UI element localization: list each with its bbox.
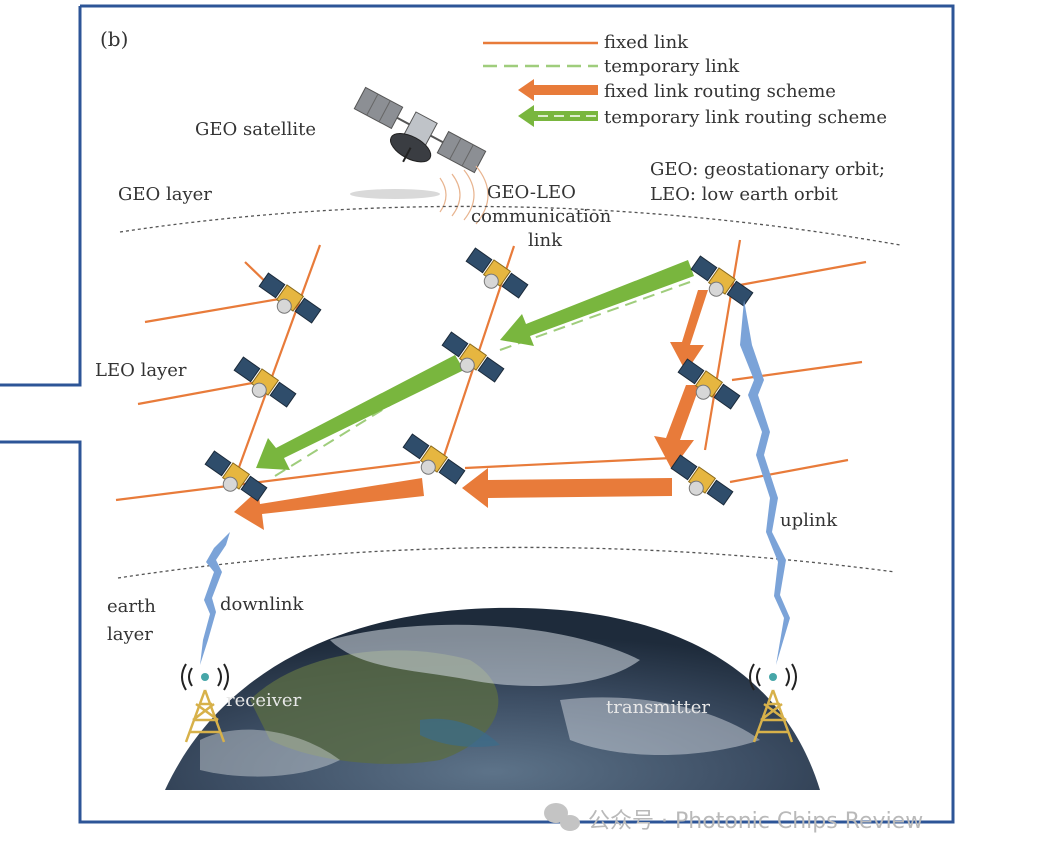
note-leo: LEO: low earth orbit	[650, 184, 839, 205]
receiver-label: receiver	[226, 690, 302, 711]
geo-leo-signal-icon	[439, 165, 489, 225]
legend: fixed link temporary link fixed link rou…	[483, 32, 887, 128]
receiver-tower-icon	[181, 663, 229, 743]
leo-satellite-icon	[690, 255, 754, 307]
leo-satellite-icon	[465, 247, 529, 299]
legend-fixed-routing-label: fixed link routing scheme	[604, 81, 836, 102]
leo-layer-label: LEO layer	[95, 360, 187, 381]
downlink-beam	[200, 532, 230, 665]
earth-layer-label-2: layer	[107, 624, 153, 645]
transmitter-tower-icon	[749, 663, 797, 743]
earth-layer-label-1: earth	[107, 596, 156, 617]
earth-globe	[165, 607, 820, 790]
fixed-routing-arrows	[234, 290, 708, 530]
leo-satellite-icon	[258, 272, 322, 324]
transmitter-label: transmitter	[606, 697, 710, 718]
temporary-routing-arrows	[256, 260, 694, 470]
leo-satellite-icon	[233, 356, 297, 408]
figure-frame	[0, 4, 955, 824]
panel-label: (b)	[100, 27, 128, 51]
leo-satellite-icon	[670, 454, 734, 506]
geo-satellite-icon	[353, 86, 487, 174]
legend-fixed-link-label: fixed link	[604, 32, 689, 53]
leo-satellites	[204, 247, 754, 506]
downlink-label: downlink	[220, 594, 304, 615]
legend-temporary-routing-label: temporary link routing scheme	[604, 107, 887, 128]
uplink-beam	[740, 300, 790, 665]
fixed-link-lines	[115, 239, 867, 502]
geo-leo-link-label-3: link	[528, 230, 563, 251]
geo-layer-orbit	[119, 205, 901, 246]
geo-layer-label: GEO layer	[118, 184, 212, 205]
geo-satellite-shadow	[350, 189, 440, 199]
wechat-watermark: 公众号 · Photonic Chips Review	[544, 803, 923, 834]
uplink-label: uplink	[780, 510, 838, 531]
legend-temporary-link-label: temporary link	[604, 56, 740, 77]
watermark-text: 公众号 · Photonic Chips Review	[588, 809, 923, 834]
temporary-link-lines	[274, 281, 691, 477]
legend-fixed-routing-arrow	[518, 79, 598, 101]
leo-satellite-icon	[441, 331, 505, 383]
note-geo: GEO: geostationary orbit;	[650, 159, 885, 180]
geo-satellite-label: GEO satellite	[195, 119, 316, 140]
geo-leo-link-label-2: communication	[471, 206, 612, 227]
leo-satellite-icon	[402, 433, 466, 485]
wechat-icon	[544, 803, 580, 831]
geo-leo-link-label-1: GEO-LEO	[487, 182, 576, 203]
leo-satellite-icon	[677, 358, 741, 410]
leo-satellite-icon	[204, 450, 268, 502]
